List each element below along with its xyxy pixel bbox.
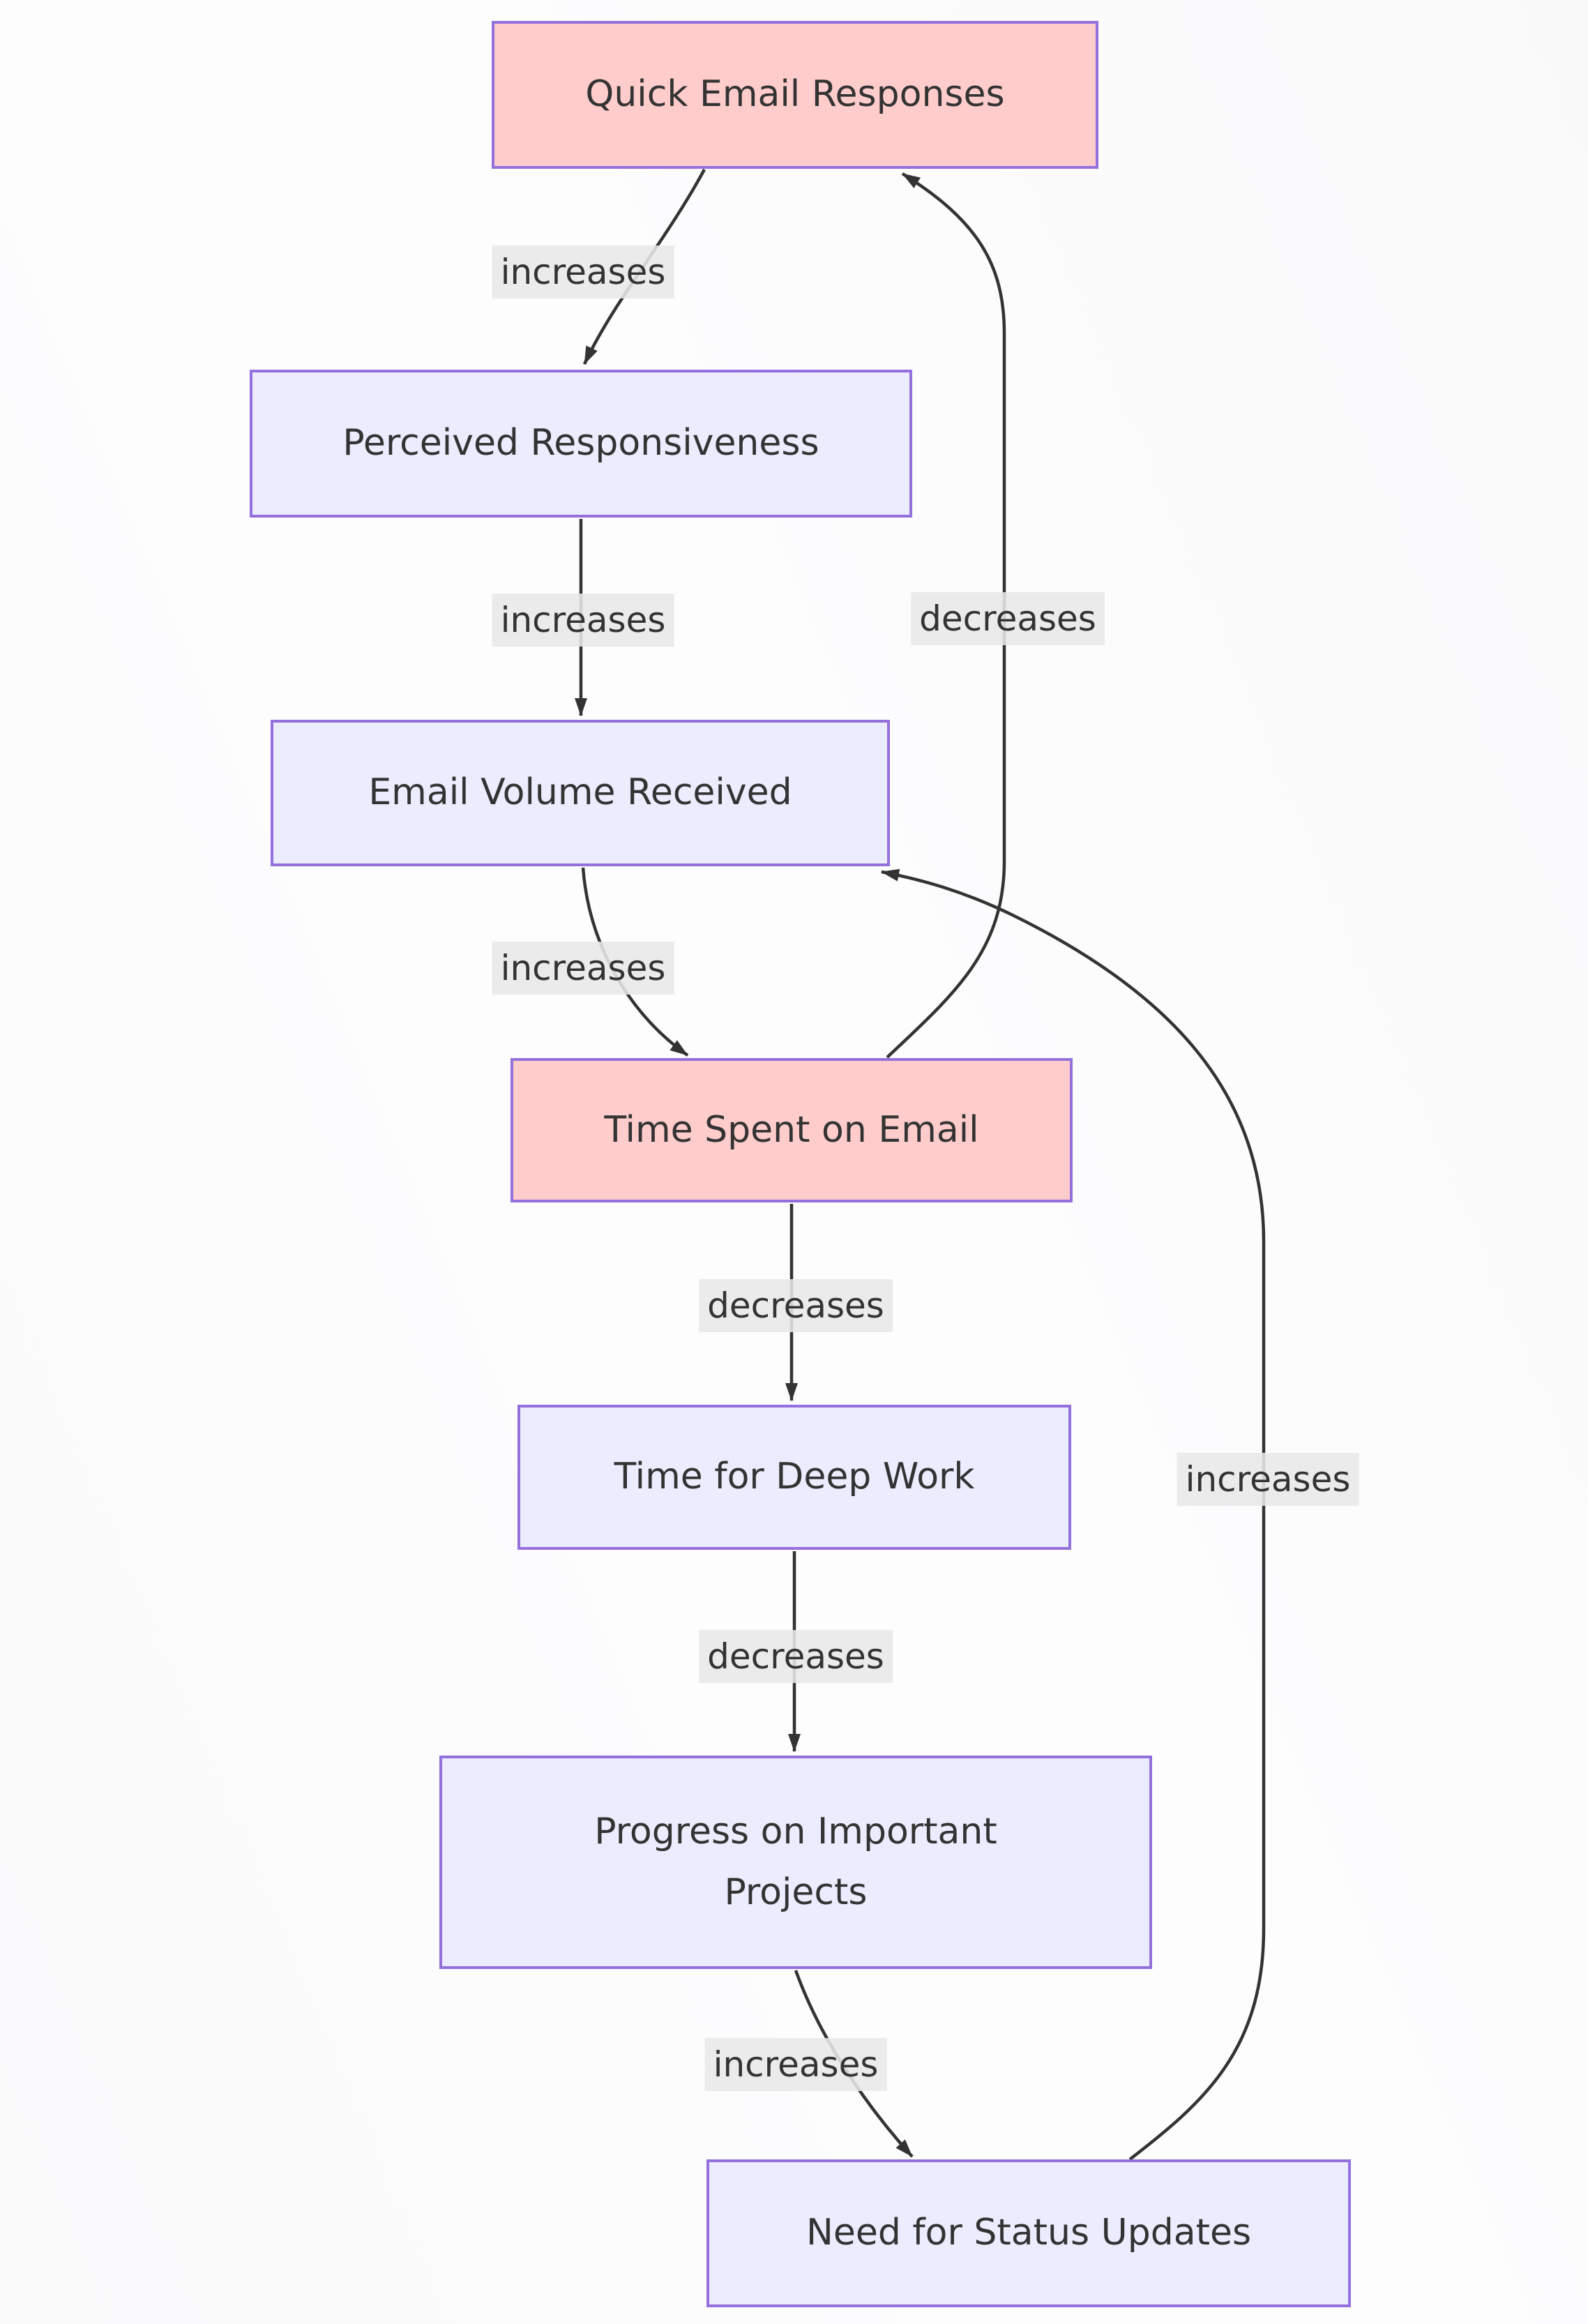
node-label: Email Volume Received [368, 771, 792, 814]
node-label: Perceived Responsiveness [342, 422, 819, 465]
node-label: Progress on Important Projects [594, 1810, 997, 1913]
edge-label-time-spent-to-quick-email: decreases [911, 592, 1105, 645]
edge-label-progress-to-status-updates: increases [704, 2038, 887, 2091]
edge-label-time-spent-to-deep-work: decreases [699, 1279, 893, 1332]
node-progress-on-important-projects: Progress on Important Projects [439, 1756, 1152, 1969]
node-label: Time for Deep Work [614, 1456, 975, 1498]
edge-label-volume-to-time-spent: increases [492, 942, 674, 995]
edge-label-status-updates-to-volume: increases [1177, 1453, 1359, 1506]
node-perceived-responsiveness: Perceived Responsiveness [250, 370, 912, 518]
edge-label-deep-work-to-progress: decreases [699, 1630, 893, 1683]
node-time-spent-on-email: Time Spent on Email [511, 1058, 1073, 1202]
node-time-for-deep-work: Time for Deep Work [517, 1405, 1071, 1550]
edge-label-quick-to-perceived: increases [492, 246, 674, 299]
edge-label-perceived-to-volume: increases [492, 594, 674, 647]
node-label: Need for Status Updates [806, 2212, 1252, 2254]
node-label: Time Spent on Email [604, 1108, 979, 1151]
node-quick-email-responses: Quick Email Responses [492, 21, 1098, 169]
node-need-for-status-updates: Need for Status Updates [706, 2159, 1351, 2307]
node-label: Quick Email Responses [585, 73, 1005, 116]
node-email-volume-received: Email Volume Received [271, 720, 890, 866]
edge-status-updates-to-email-volume [881, 868, 1266, 2161]
edge-time-spent-to-quick-email [886, 172, 1006, 1059]
